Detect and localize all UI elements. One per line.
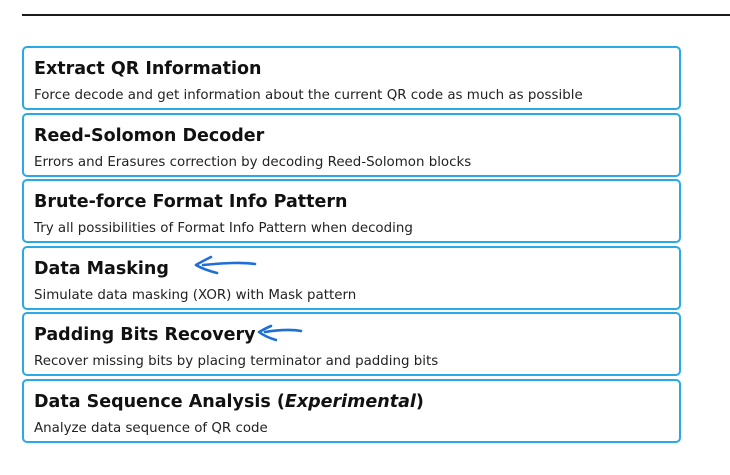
experimental-label: Experimental [284,391,416,412]
tool-title-main: Data Sequence Analysis ( [34,391,285,412]
tool-description: Recover missing bits by placing terminat… [34,354,439,370]
tool-description: Force decode and get information about t… [34,88,583,103]
tool-description: Analyze data sequence of QR code [34,420,268,436]
tool-description: Try all possibilities of Format Info Pat… [34,221,413,237]
top-divider [22,14,730,16]
tool-title-close: ) [415,391,424,412]
tool-list: Extract QR Information Force decode and … [22,46,681,446]
tool-title: Data Sequence Analysis (Experimental) [34,390,669,414]
tool-title: Padding Bits Recovery [34,325,256,346]
tool-padding-bits-recovery[interactable]: Padding Bits Recovery Recover missing bi… [22,312,681,377]
tool-title: Reed-Solomon Decoder [34,125,265,146]
tool-description: Errors and Erasures correction by decodi… [34,154,472,170]
handdrawn-arrow-icon [257,325,303,342]
tool-title: Brute-force Format Info Pattern [34,192,348,213]
tool-extract-qr-information[interactable]: Extract QR Information Force decode and … [22,46,681,110]
tool-brute-force-format-info[interactable]: Brute-force Format Info Pattern Try all … [22,179,681,244]
tool-title: Data Masking [34,258,169,279]
handdrawn-arrow-icon [194,255,257,275]
tool-reed-solomon-decoder[interactable]: Reed-Solomon Decoder Errors and Erasures… [22,112,681,177]
tool-title: Extract QR Information [34,59,262,79]
tool-data-sequence-analysis[interactable]: Data Sequence Analysis (Experimental) An… [22,378,681,443]
tool-data-masking[interactable]: Data Masking Simulate data masking (XOR)… [22,245,681,310]
tool-description: Simulate data masking (XOR) with Mask pa… [34,287,357,303]
